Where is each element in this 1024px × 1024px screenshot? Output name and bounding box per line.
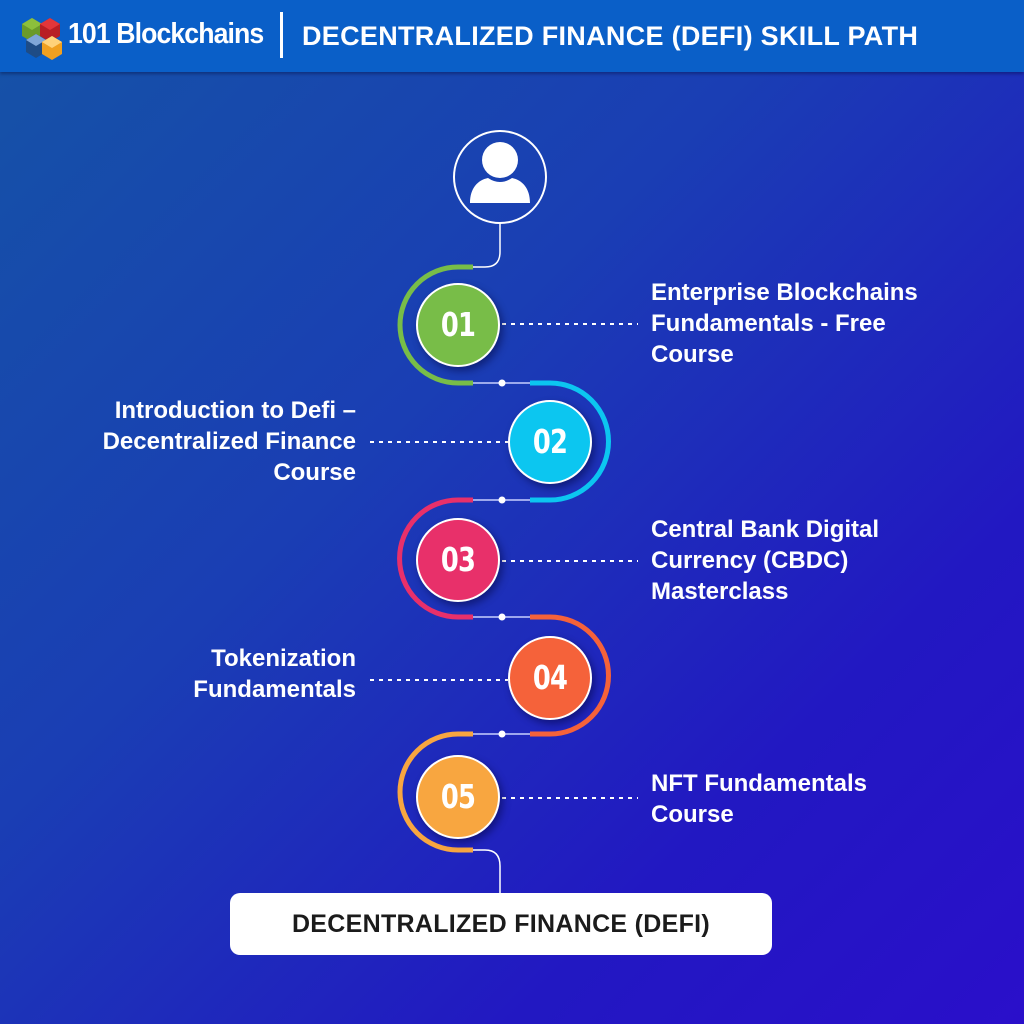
page-title: DECENTRALIZED FINANCE (DEFI) SKILL PATH — [302, 21, 919, 51]
goal-box: DECENTRALIZED FINANCE (DEFI) — [230, 893, 772, 955]
header-bar: 101 Blockchains DECENTRALIZED FINANCE (D… — [0, 0, 1024, 72]
end-connector — [473, 849, 501, 893]
header-divider — [280, 12, 283, 58]
connector-dot — [498, 496, 506, 504]
step-03-badge: 03 — [416, 518, 500, 602]
101-blockchains-logo-icon — [22, 18, 62, 60]
step-01-badge: 01 — [416, 283, 500, 367]
step-05-label: NFT Fundamentals Course — [651, 770, 868, 828]
connector-dot — [498, 730, 506, 738]
start-connector — [473, 223, 501, 268]
arc-step-05 — [397, 731, 473, 853]
user-icon — [453, 130, 547, 224]
step-01-label: Enterprise Blockchains Fundamentals - Fr… — [651, 279, 918, 368]
arc-step-02 — [530, 380, 611, 503]
connector-dot — [498, 613, 506, 621]
arc-step-03 — [397, 497, 473, 620]
step-02-label: Introduction to Defi – Decentralized Fin… — [102, 397, 356, 486]
step-04-label: Tokenization Fundamentals — [193, 645, 356, 703]
arc-step-01 — [397, 264, 473, 386]
step-05-badge: 05 — [416, 755, 500, 839]
step-02-badge: 02 — [508, 400, 592, 484]
brand-name: 101 Blockchains — [68, 18, 264, 50]
arc-step-04 — [530, 614, 611, 737]
step-03-label: Central Bank Digital Currency (CBDC) Mas… — [651, 516, 880, 605]
step-04-badge: 04 — [508, 636, 592, 720]
connector-dot — [498, 379, 506, 387]
